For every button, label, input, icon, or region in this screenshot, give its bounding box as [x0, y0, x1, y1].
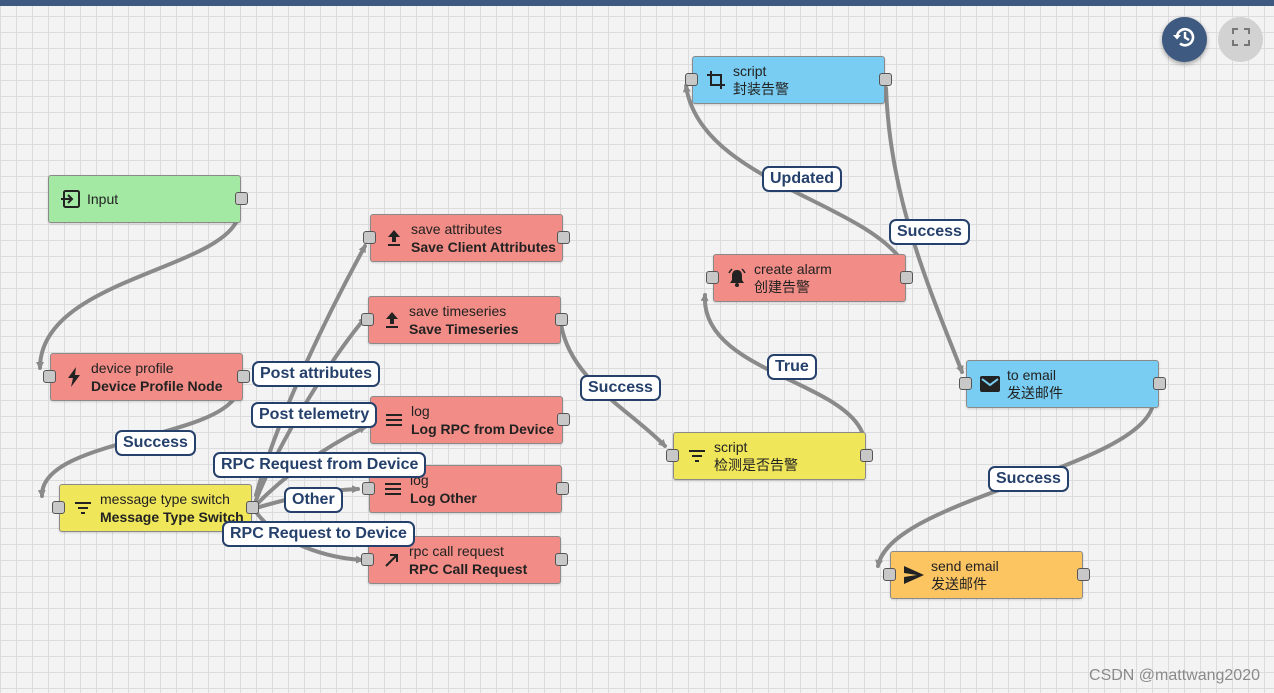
create-alarm-name: 创建告警 — [754, 279, 810, 295]
rpc-call-in-port[interactable] — [361, 553, 374, 566]
send-email-in-port[interactable] — [883, 568, 896, 581]
save-timeseries-in-port[interactable] — [361, 313, 374, 326]
edge-label-true[interactable]: True — [767, 354, 817, 380]
node-input[interactable]: Input — [48, 175, 248, 223]
create-alarm-type: create alarm — [754, 261, 832, 277]
script-wrap-name: 封装告警 — [733, 81, 789, 97]
save-timeseries-type: save timeseries — [409, 303, 507, 319]
script-wrap-in-port[interactable] — [685, 73, 698, 86]
node-to-email[interactable]: to email 发送邮件 — [959, 360, 1166, 408]
create-alarm-in-port[interactable] — [706, 271, 719, 284]
rpc-call-out-port[interactable] — [555, 553, 568, 566]
save-attributes-out-port[interactable] — [557, 231, 570, 244]
log-rpc-out-port[interactable] — [557, 413, 570, 426]
top-bar — [0, 0, 1274, 6]
bolt-icon — [63, 366, 85, 388]
save-attributes-in-port[interactable] — [363, 231, 376, 244]
node-message-type-switch[interactable]: message type switch Message Type Switch — [52, 484, 259, 532]
to-email-name: 发送邮件 — [1007, 385, 1063, 401]
device-profile-out-port[interactable] — [237, 370, 250, 383]
edge-label-script-success[interactable]: Success — [889, 219, 970, 245]
rpc-call-type: rpc call request — [409, 543, 504, 559]
node-device-profile[interactable]: device profile Device Profile Node — [43, 353, 250, 401]
send-email-type: send email — [931, 558, 999, 574]
menu-icon — [382, 478, 404, 500]
node-save-attributes[interactable]: save attributes Save Client Attributes — [363, 214, 570, 262]
upload-icon — [383, 227, 405, 249]
send-icon — [903, 564, 925, 586]
node-log-rpc[interactable]: log Log RPC from Device — [363, 396, 570, 444]
input-out-port[interactable] — [235, 192, 248, 205]
save-attributes-name: Save Client Attributes — [411, 239, 556, 255]
watermark: CSDN @mattwang2020 — [1089, 667, 1260, 684]
version-history-button[interactable] — [1162, 17, 1207, 62]
create-alarm-out-port[interactable] — [900, 271, 913, 284]
menu-icon — [383, 409, 405, 431]
transform-icon — [705, 69, 727, 91]
switch-type: message type switch — [100, 491, 230, 507]
save-attributes-type: save attributes — [411, 221, 503, 237]
edge-label-post-telemetry[interactable]: Post telemetry — [251, 402, 378, 428]
node-save-timeseries[interactable]: save timeseries Save Timeseries — [361, 296, 568, 344]
edge-label-profile-success[interactable]: Success — [115, 430, 196, 456]
arrow-up-right-icon — [381, 549, 403, 571]
send-email-name: 发送邮件 — [931, 576, 987, 592]
edge-label-post-attributes[interactable]: Post attributes — [252, 361, 381, 387]
log-other-in-port[interactable] — [362, 482, 375, 495]
script-check-type: script — [714, 439, 748, 455]
filter-icon — [686, 445, 708, 467]
to-email-type: to email — [1007, 367, 1057, 383]
rpc-call-name: RPC Call Request — [409, 561, 528, 577]
fullscreen-icon — [1231, 28, 1250, 51]
edge-label-rpc-to-device[interactable]: RPC Request to Device — [222, 521, 415, 547]
mail-icon — [979, 373, 1001, 395]
device-profile-name: Device Profile Node — [91, 378, 223, 394]
edge-label-email-success[interactable]: Success — [988, 466, 1069, 492]
log-rpc-type: log — [411, 403, 430, 419]
device-profile-in-port[interactable] — [43, 370, 56, 383]
save-timeseries-name: Save Timeseries — [409, 321, 519, 337]
script-check-in-port[interactable] — [666, 449, 679, 462]
alarm-bell-icon — [726, 267, 748, 289]
script-wrap-out-port[interactable] — [879, 73, 892, 86]
edge-label-other[interactable]: Other — [284, 487, 343, 513]
edge-label-timeseries-success[interactable]: Success — [580, 375, 661, 401]
device-profile-type: device profile — [91, 360, 174, 376]
filter-icon — [72, 497, 94, 519]
log-other-name: Log Other — [410, 490, 477, 506]
edge-label-rpc-from-device[interactable]: RPC Request from Device — [213, 452, 427, 478]
log-rpc-name: Log RPC from Device — [411, 421, 555, 437]
save-timeseries-out-port[interactable] — [555, 313, 568, 326]
to-email-out-port[interactable] — [1153, 377, 1166, 390]
node-script-check[interactable]: script 检测是否告警 — [666, 432, 873, 480]
switch-name: Message Type Switch — [100, 509, 244, 525]
upload-icon — [381, 309, 403, 331]
switch-out-port[interactable] — [246, 501, 259, 514]
node-send-email[interactable]: send email 发送邮件 — [883, 551, 1090, 599]
node-create-alarm[interactable]: create alarm 创建告警 — [706, 254, 913, 302]
log-other-out-port[interactable] — [556, 482, 569, 495]
script-check-name: 检测是否告警 — [714, 457, 798, 473]
node-script-wrap[interactable]: script 封装告警 — [685, 56, 892, 104]
node-rpc-call-request[interactable]: rpc call request RPC Call Request — [361, 536, 568, 584]
fullscreen-button[interactable] — [1218, 17, 1263, 62]
script-wrap-type: script — [733, 63, 767, 79]
edge-label-updated[interactable]: Updated — [762, 166, 842, 192]
edge-input-profile[interactable] — [36, 216, 240, 370]
send-email-out-port[interactable] — [1077, 568, 1090, 581]
script-check-out-port[interactable] — [860, 449, 873, 462]
node-input-title: Input — [87, 191, 119, 207]
to-email-in-port[interactable] — [959, 377, 972, 390]
switch-in-port[interactable] — [52, 501, 65, 514]
history-icon — [1172, 24, 1198, 55]
input-icon — [59, 188, 81, 210]
